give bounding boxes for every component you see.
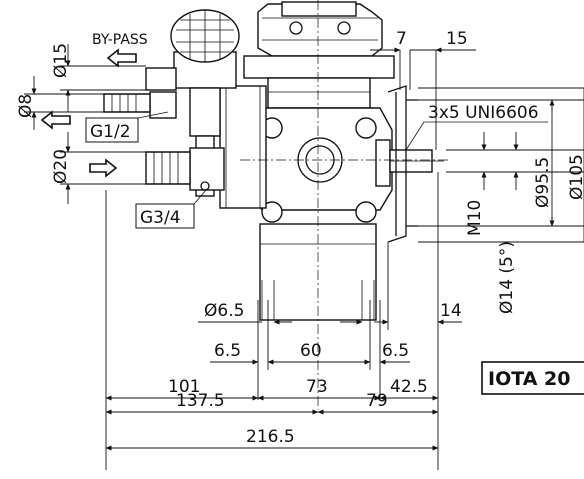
label-g12-box: G1/2 xyxy=(85,111,169,143)
dim-top7: 7 xyxy=(396,29,407,49)
dim-d20: Ø20 xyxy=(51,149,71,184)
label-screw-text: 3x5 UNI6606 xyxy=(428,103,539,123)
dim-b65: 6.5 xyxy=(382,341,409,361)
dim-d8: Ø8 xyxy=(16,94,36,118)
left-dimensions: Ø15 Ø8 Ø20 xyxy=(16,43,146,204)
label-g34: G3/4 xyxy=(140,208,181,228)
bypass-arrow xyxy=(106,48,137,68)
bottom-dimensions: Ø6.5 14 6.5 60 6.5 101 73 42.5 137.5 79 xyxy=(105,172,462,470)
dim-d65: Ø6.5 xyxy=(204,301,244,321)
dim-e1375: 137.5 xyxy=(176,391,225,411)
flow-arrows xyxy=(40,48,137,178)
label-g34-box: G3/4 xyxy=(135,189,207,229)
dim-c425: 42.5 xyxy=(390,377,428,397)
center-lines xyxy=(240,0,450,410)
dim-c73: 73 xyxy=(306,377,328,397)
dim-top15: 15 xyxy=(446,29,468,49)
label-g12: G1/2 xyxy=(90,122,131,142)
dim-d14-5: Ø14 (5°) xyxy=(497,241,517,314)
label-screw: 3x5 UNI6606 xyxy=(405,103,548,151)
inlet-arrow xyxy=(89,158,118,178)
g12-arrow xyxy=(40,110,71,130)
model-box: IOTA 20 xyxy=(481,361,584,395)
dim-a65: 6.5 xyxy=(214,341,241,361)
model-name: IOTA 20 xyxy=(488,368,570,390)
dim-r14: 14 xyxy=(440,301,462,321)
dim-f2165: 216.5 xyxy=(246,427,295,447)
dim-d95: Ø95.5 xyxy=(533,157,553,208)
pump-body xyxy=(103,1,444,321)
label-bypass: BY-PASS xyxy=(92,32,148,48)
dim-m10: M10 xyxy=(465,200,485,236)
right-dimensions: M10 Ø14 (5°) Ø95.5 Ø105 xyxy=(418,87,584,314)
dim-d105: Ø105 xyxy=(567,154,584,200)
dim-c101: 101 xyxy=(168,377,200,397)
dim-e79: 79 xyxy=(366,391,388,411)
dim-d15: Ø15 xyxy=(51,43,71,78)
dim-a60: 60 xyxy=(300,341,322,361)
